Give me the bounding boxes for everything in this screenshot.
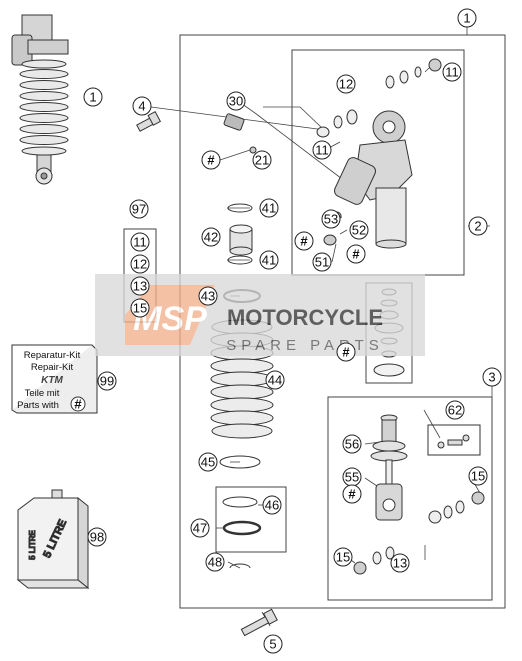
callout-30: 30 [229, 94, 243, 109]
callout-51: 51 [315, 255, 329, 270]
kit97-item-3: 13 [133, 279, 147, 294]
upper-seal-parts [316, 58, 442, 138]
callout-43: 43 [201, 289, 215, 304]
callout-21: 21 [255, 153, 269, 168]
kit97-item-1: 11 [133, 235, 147, 250]
callout-53: 53 [324, 212, 338, 227]
hash-labels: # # # # # [207, 153, 360, 502]
damper-rod-frame [327, 396, 493, 601]
callout-11-a: 11 [445, 65, 459, 80]
callout-1-top: 1 [463, 11, 470, 26]
ktm-brand-logo: KTM [41, 375, 63, 386]
callout-15-b: 15 [336, 550, 350, 565]
callout-98: 98 [90, 530, 104, 545]
callout-13: 13 [393, 556, 407, 571]
rod-end-parts [353, 491, 485, 575]
callout-47: 47 [193, 521, 207, 536]
hash-label-53: # [300, 234, 308, 249]
watermark-subtitle: SPARE PARTS [226, 337, 384, 354]
callout-11-b: 11 [315, 143, 329, 158]
bleed-screw-62 [427, 424, 481, 456]
callout-45: 45 [201, 455, 215, 470]
repair-kit-line-1: Reparatur-Kit [24, 350, 81, 361]
bolt-upper [136, 111, 162, 132]
repair-kit-hash: # [74, 397, 82, 412]
callout-99: 99 [100, 374, 114, 389]
lower-spring-seats [219, 455, 262, 569]
callout-numbers: 1 1 2 3 4 5 11 11 12 13 15 15 21 30 41 4… [89, 11, 495, 652]
repair-kit-line-2: Repair-Kit [31, 362, 74, 373]
callout-1-left: 1 [89, 90, 96, 105]
callout-5: 5 [269, 637, 276, 652]
repair-kit-card: Reparatur-Kit Repair-Kit KTM Teile mit P… [11, 344, 98, 414]
kit97-item-2: 12 [133, 257, 147, 272]
bolt-lower [240, 608, 278, 637]
callout-41-a: 41 [262, 201, 276, 216]
callout-55: 55 [345, 470, 359, 485]
shock-body-upper [334, 110, 413, 249]
callout-52: 52 [352, 223, 366, 238]
repair-kit-line-4: Parts with [17, 400, 59, 411]
hash-label-21: # [207, 153, 215, 168]
callout-48: 48 [208, 555, 222, 570]
hash-label-seals: # [342, 345, 350, 360]
repair-kit-line-3: Teile mit [25, 388, 60, 399]
callout-62: 62 [448, 403, 462, 418]
callout-41-b: 41 [262, 253, 276, 268]
callout-56: 56 [345, 437, 359, 452]
callout-42: 42 [204, 230, 218, 245]
oil-can: 5 LITRE 5 LITRE [16, 489, 90, 590]
hash-label-55: # [348, 487, 356, 502]
kit97-item-4: 15 [133, 301, 147, 316]
damper-rod-assembly [370, 414, 408, 521]
callout-46: 46 [265, 498, 279, 513]
watermark: MSP MOTORCYCLE SPARE PARTS [95, 274, 425, 356]
callout-97: 97 [132, 202, 146, 217]
callout-4: 4 [138, 99, 145, 114]
callout-3: 3 [488, 370, 495, 385]
callout-2: 2 [474, 219, 481, 234]
oil-can-label-a: 5 LITRE [28, 529, 37, 559]
watermark-title: MOTORCYCLE [227, 305, 383, 330]
hash-circles [201, 150, 366, 504]
callout-12: 12 [339, 77, 353, 92]
callout-15-a: 15 [471, 469, 485, 484]
spring-seat-frame [215, 486, 287, 553]
callout-44: 44 [268, 373, 282, 388]
preload-adjuster-nut [229, 224, 253, 256]
callout-circles [83, 8, 502, 654]
hash-label-52: # [352, 247, 360, 262]
complete-shock-thumbnail [11, 14, 69, 185]
